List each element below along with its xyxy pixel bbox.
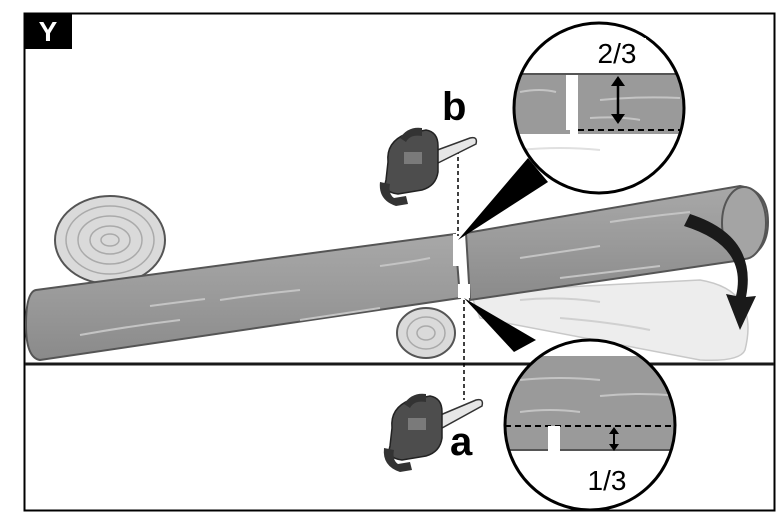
fraction-label-bottom: 1/3	[588, 465, 627, 496]
cut-label-b: b	[442, 85, 466, 129]
cut-notch-top	[453, 234, 465, 266]
falling-log-ghost	[468, 279, 749, 362]
callout-pointer-bottom	[464, 298, 536, 352]
callout-pointer-top	[458, 158, 548, 240]
support-log-small	[396, 307, 456, 359]
double-arrow-icon	[611, 76, 625, 124]
cut-notch-bottom	[458, 284, 470, 298]
chainsaw-icon	[379, 127, 478, 206]
cut-label-a: a	[450, 420, 473, 464]
chainsaw-icon	[383, 393, 484, 472]
support-log-large	[54, 195, 166, 285]
panel-tag-box	[24, 13, 72, 49]
detail-circle-top: 2/3	[512, 21, 686, 195]
panel-tag: Y	[39, 16, 58, 47]
fraction-label-top: 2/3	[598, 38, 637, 69]
double-arrow-icon	[609, 427, 619, 451]
rotation-arrow-icon	[684, 214, 756, 330]
detail-circle-bottom: 1/3	[503, 338, 677, 512]
